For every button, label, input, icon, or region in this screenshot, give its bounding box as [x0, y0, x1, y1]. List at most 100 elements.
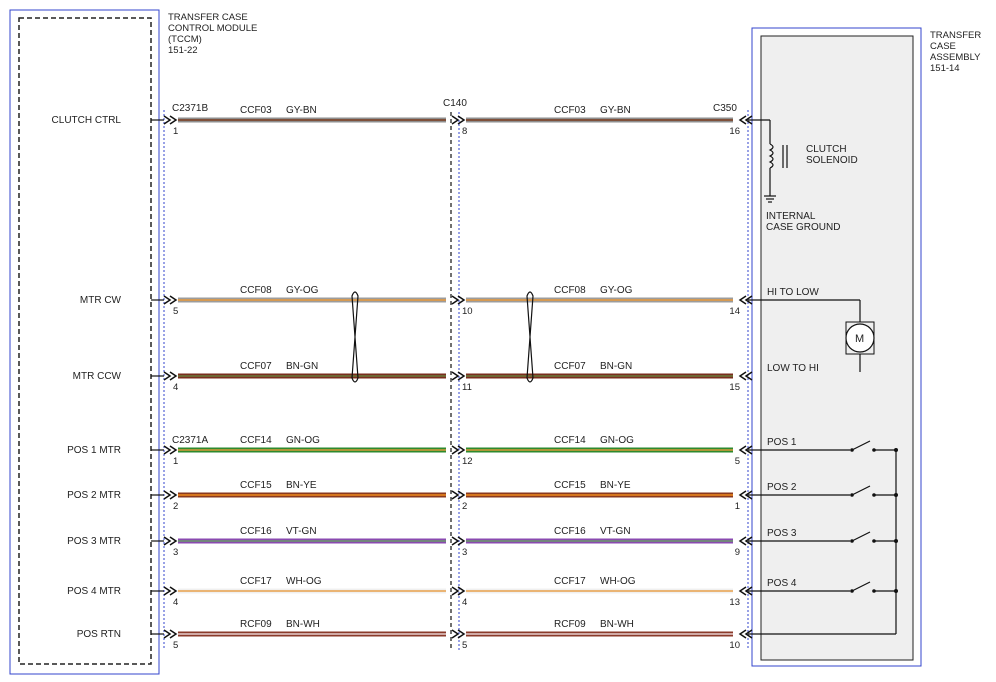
connector-pin-arrow-icon	[451, 371, 460, 381]
wire-color-label: BN-YE	[600, 480, 631, 491]
connector-pin-arrow-icon	[169, 295, 178, 305]
connector-pin-arrow-icon	[744, 586, 753, 596]
wire-color-label: BN-WH	[600, 619, 634, 630]
connector-pin-arrow-icon	[457, 445, 466, 455]
connector-pin-arrow-icon	[163, 536, 172, 546]
connector-pin-arrow-icon	[163, 586, 172, 596]
assembly-pin-number: 5	[735, 456, 740, 467]
assembly-signal-label: POS 2	[767, 482, 797, 493]
connector-pin-arrow-icon	[457, 536, 466, 546]
motor: M	[748, 299, 875, 372]
circuit-id-label: CCF17	[240, 576, 272, 587]
connector-pin-arrow-icon	[744, 371, 753, 381]
position-switch-icon	[850, 485, 898, 497]
connector-pin-arrow-icon	[744, 445, 753, 455]
ground-icon	[764, 195, 776, 203]
connector-pin-arrow-icon	[451, 629, 460, 639]
connector-pin-arrow-icon	[169, 536, 178, 546]
connector-pin-arrow-icon	[451, 445, 460, 455]
connector-pin-arrow-icon	[163, 629, 172, 639]
motor-label: M	[855, 333, 864, 345]
connector-pin-arrow-icon	[738, 445, 747, 455]
connector-pin-arrow-icon	[457, 629, 466, 639]
connector-c2371a-label: C2371A	[172, 435, 208, 446]
wire-color-label: GN-OG	[286, 435, 320, 446]
connector-pin-arrow-icon	[451, 115, 460, 125]
connector-pin-arrow-icon	[457, 371, 466, 381]
connector-pin-arrow-icon	[744, 295, 753, 305]
solenoid-coil-icon	[768, 143, 774, 169]
connector-pin-arrow-icon	[163, 295, 172, 305]
assembly-header-line: TRANSFER	[930, 30, 981, 41]
tccm-header: TRANSFER CASE CONTROL MODULE (TCCM) 151-…	[168, 12, 257, 56]
clutch-solenoid: CLUTCH SOLENOID INTERNAL CASE GROUND	[748, 119, 858, 233]
circuit-id-label: CCF15	[554, 480, 586, 491]
tccm-pin-number: 2	[173, 501, 178, 512]
connector-pin-arrow-icon	[744, 536, 753, 546]
connector-pin-arrow-icon	[451, 295, 460, 305]
c140-pin-number: 2	[462, 501, 467, 512]
tccm-pin-number: 5	[173, 640, 178, 651]
wire-color-label: GY-BN	[286, 105, 317, 116]
tccm-pin-number: 4	[173, 382, 178, 393]
assembly-pin-number: 9	[735, 547, 740, 558]
wire-color-label: BN-GN	[286, 361, 318, 372]
tccm-pin-number: 5	[173, 306, 178, 317]
c140-pin-number: 10	[462, 306, 473, 317]
tccm-header-line: CONTROL MODULE	[168, 23, 257, 34]
c140-pin-number: 11	[462, 382, 472, 393]
signal-label: MTR CCW	[73, 371, 122, 382]
signal-label: POS 1 MTR	[67, 445, 121, 456]
connector-pin-arrow-icon	[457, 115, 466, 125]
circuit-id-label: CCF15	[240, 480, 272, 491]
assembly-signal-label: POS 1	[767, 437, 797, 448]
circuit-id-label: CCF03	[240, 105, 272, 116]
twisted-pair-left	[351, 291, 359, 383]
assembly-header-line: CASE	[930, 41, 956, 52]
connector-pin-arrow-icon	[169, 445, 178, 455]
connector-c2371b-label: C2371B	[172, 103, 208, 114]
connector-pin-arrow-icon	[169, 586, 178, 596]
circuit-id-label: CCF07	[554, 361, 586, 372]
tccm-pin-number: 1	[173, 126, 178, 137]
wire-color-label: GY-OG	[286, 285, 319, 296]
c140-pin-number: 12	[462, 456, 473, 467]
connector-pin-arrow-icon	[457, 490, 466, 500]
circuit-id-label: CCF16	[240, 526, 272, 537]
signal-label: MTR CW	[80, 295, 122, 306]
wire-color-label: VT-GN	[286, 526, 317, 537]
assembly-pin-number: 14	[729, 306, 740, 317]
connector-pin-arrow-icon	[451, 586, 460, 596]
assembly-pin-number: 15	[729, 382, 740, 393]
assembly-header: TRANSFER CASE ASSEMBLY 151-14	[930, 30, 981, 74]
connector-pin-arrow-icon	[738, 115, 747, 125]
connector-pin-arrow-icon	[738, 536, 747, 546]
wire-color-label: GY-OG	[600, 285, 633, 296]
signal-label: POS 4 MTR	[67, 586, 121, 597]
signal-label: POS 2 MTR	[67, 490, 121, 501]
twisted-pair-right	[526, 291, 534, 383]
connector-pin-arrow-icon	[457, 586, 466, 596]
circuit-id-label: CCF08	[240, 285, 272, 296]
c140-pin-number: 3	[462, 547, 467, 558]
tccm-module-outline	[9, 9, 160, 675]
position-switch-icon	[850, 531, 898, 543]
circuit-id-label: CCF03	[554, 105, 586, 116]
connector-pin-arrow-icon	[163, 490, 172, 500]
internal-ground-label: CASE GROUND	[766, 222, 840, 233]
connector-pin-arrow-icon	[451, 490, 460, 500]
circuit-id-label: CCF16	[554, 526, 586, 537]
assembly-header-line: ASSEMBLY	[930, 52, 981, 63]
assembly-pin-number: 1	[735, 501, 740, 512]
connector-pin-arrow-icon	[169, 629, 178, 639]
wire-color-label: BN-GN	[600, 361, 632, 372]
wire-color-label: WH-OG	[600, 576, 636, 587]
tccm-module-body	[18, 17, 152, 665]
assembly-signal-label: LOW TO HI	[767, 363, 819, 374]
signal-label: CLUTCH CTRL	[52, 115, 122, 126]
